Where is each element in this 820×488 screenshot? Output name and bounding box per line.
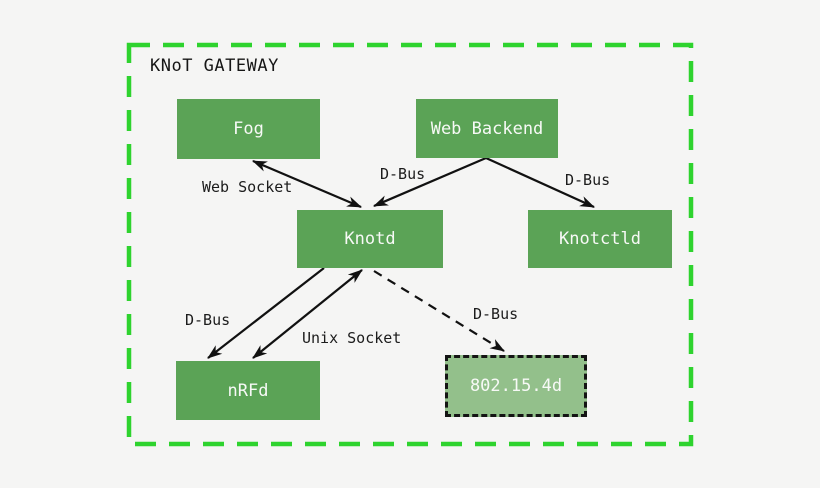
edge-webbackend-knotd xyxy=(373,156,487,208)
node-knotctld-label: Knotctld xyxy=(559,229,641,249)
node-nrfd-label: nRFd xyxy=(227,380,269,401)
node-web-backend: Web Backend xyxy=(416,99,558,158)
node-802154d-label: 802.15.4d xyxy=(469,376,563,396)
edge-label-dbus-knotd: D-Bus xyxy=(380,165,426,183)
edge-fog-knotd xyxy=(252,159,362,209)
edge-label-unix-socket: Unix Socket xyxy=(302,329,402,347)
edge-label-dbus-nrfd: D-Bus xyxy=(185,311,231,329)
node-802154d: 802.15.4d xyxy=(445,355,587,417)
edge-label-web-socket: Web Socket xyxy=(202,178,293,196)
diagram-title: KNoT GATEWAY xyxy=(150,56,279,76)
node-web-backend-label: Web Backend xyxy=(430,118,544,139)
edge-nrfd-knotd xyxy=(252,269,363,359)
node-knotd-label: Knotd xyxy=(344,229,396,249)
node-knotctld: Knotctld xyxy=(528,210,672,268)
edge-label-dbus-knotctld: D-Bus xyxy=(565,171,611,189)
node-fog-label: Fog xyxy=(233,119,264,139)
edge-label-dbus-802154d: D-Bus xyxy=(473,305,519,323)
edge-webbackend-knotctld xyxy=(485,156,595,209)
node-knotd: Knotd xyxy=(297,210,443,268)
node-fog: Fog xyxy=(177,99,320,159)
node-nrfd: nRFd xyxy=(176,361,320,420)
gateway-boundary xyxy=(126,42,694,447)
